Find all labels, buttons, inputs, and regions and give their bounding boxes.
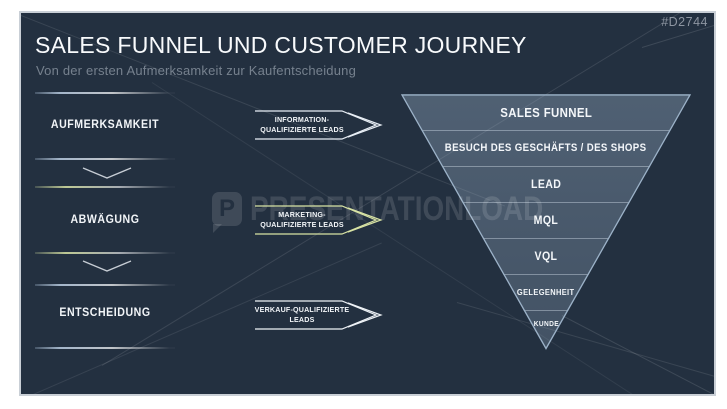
funnel-layer-label: GELEGENHEIT [517, 287, 575, 297]
divider-line [35, 347, 175, 349]
funnel-layer-label: MQL [533, 213, 559, 227]
funnel-divider [401, 238, 691, 239]
funnel-layer-kunde: KUNDE [401, 310, 691, 336]
presentationload-logo-icon: P [212, 192, 242, 233]
template-id-badge: #D2744 [661, 15, 708, 29]
lead-arrow-line2: LEADS [289, 315, 315, 324]
funnel-layer-label: SALES FUNNEL [500, 104, 592, 120]
arrow-right-icon [255, 110, 383, 140]
lead-arrow-information: INFORMATION- QUALIFIZIERTE LEADS [254, 106, 389, 144]
slide-canvas: P PRESENTATIONLOAD SALES FUNNEL UND CUST… [19, 11, 716, 396]
stage-consideration-label: ABWÄGUNG [70, 214, 140, 226]
funnel-layer-label: KUNDE [533, 318, 559, 328]
sales-funnel-diagram: SALES FUNNEL BESUCH DES GESCHÄFTS / DES … [401, 94, 691, 350]
lead-arrow-line1: VERKAUF-QUALIFIZIERTE [254, 305, 350, 315]
funnel-layer-label: LEAD [530, 177, 562, 191]
funnel-layer-gelegenheit: GELEGENHEIT [401, 274, 691, 310]
funnel-layer-sales-funnel: SALES FUNNEL [401, 94, 691, 130]
funnel-layer-label: VQL [534, 249, 558, 263]
arrow-right-icon [255, 300, 383, 330]
funnel-divider [401, 130, 691, 131]
funnel-divider [401, 310, 691, 311]
divider-line [35, 284, 175, 286]
stage-decision-label: ENTSCHEIDUNG [59, 307, 151, 319]
lead-arrow-text: INFORMATION- QUALIFIZIERTE LEADS [256, 106, 347, 144]
lead-arrow-text: MARKETING- QUALIFIZIERTE LEADS [256, 201, 347, 239]
arrow-right-icon [255, 205, 383, 235]
page-subtitle: Von der ersten Aufmerksamkeit zur Kaufen… [36, 63, 357, 78]
divider-line [35, 92, 175, 94]
funnel-outline [401, 94, 691, 350]
funnel-layer-lead: LEAD [401, 166, 691, 202]
chevron-down-icon [82, 259, 132, 273]
logo-letter: P [218, 195, 235, 222]
chevron-down-icon [82, 166, 132, 180]
lead-arrow-line2: QUALIFIZIERTE LEADS [260, 125, 344, 134]
funnel-layer-mql: MQL [401, 202, 691, 238]
lead-arrow-line2: QUALIFIZIERTE LEADS [260, 220, 344, 229]
lead-arrow-sales: VERKAUF-QUALIFIZIERTE LEADS [254, 296, 389, 334]
lead-arrow-text: VERKAUF-QUALIFIZIERTE LEADS [254, 296, 350, 334]
funnel-divider [401, 274, 691, 275]
page-title: SALES FUNNEL UND CUSTOMER JOURNEY [35, 32, 527, 58]
funnel-layer-vql: VQL [401, 238, 691, 274]
funnel-layer-label: BESUCH DES GESCHÄFTS / DES SHOPS [445, 142, 647, 154]
divider-line [35, 252, 175, 254]
funnel-layer-besuch: BESUCH DES GESCHÄFTS / DES SHOPS [401, 130, 691, 166]
divider-line [35, 158, 175, 160]
lead-arrow-marketing: MARKETING- QUALIFIZIERTE LEADS [254, 201, 389, 239]
funnel-divider [401, 202, 691, 203]
lead-arrow-line1: MARKETING- [278, 210, 326, 220]
lead-arrow-line1: INFORMATION- [274, 115, 330, 125]
funnel-divider [401, 166, 691, 167]
stage-awareness-label: AUFMERKSAMKEIT [50, 119, 160, 131]
divider-line [35, 186, 175, 188]
